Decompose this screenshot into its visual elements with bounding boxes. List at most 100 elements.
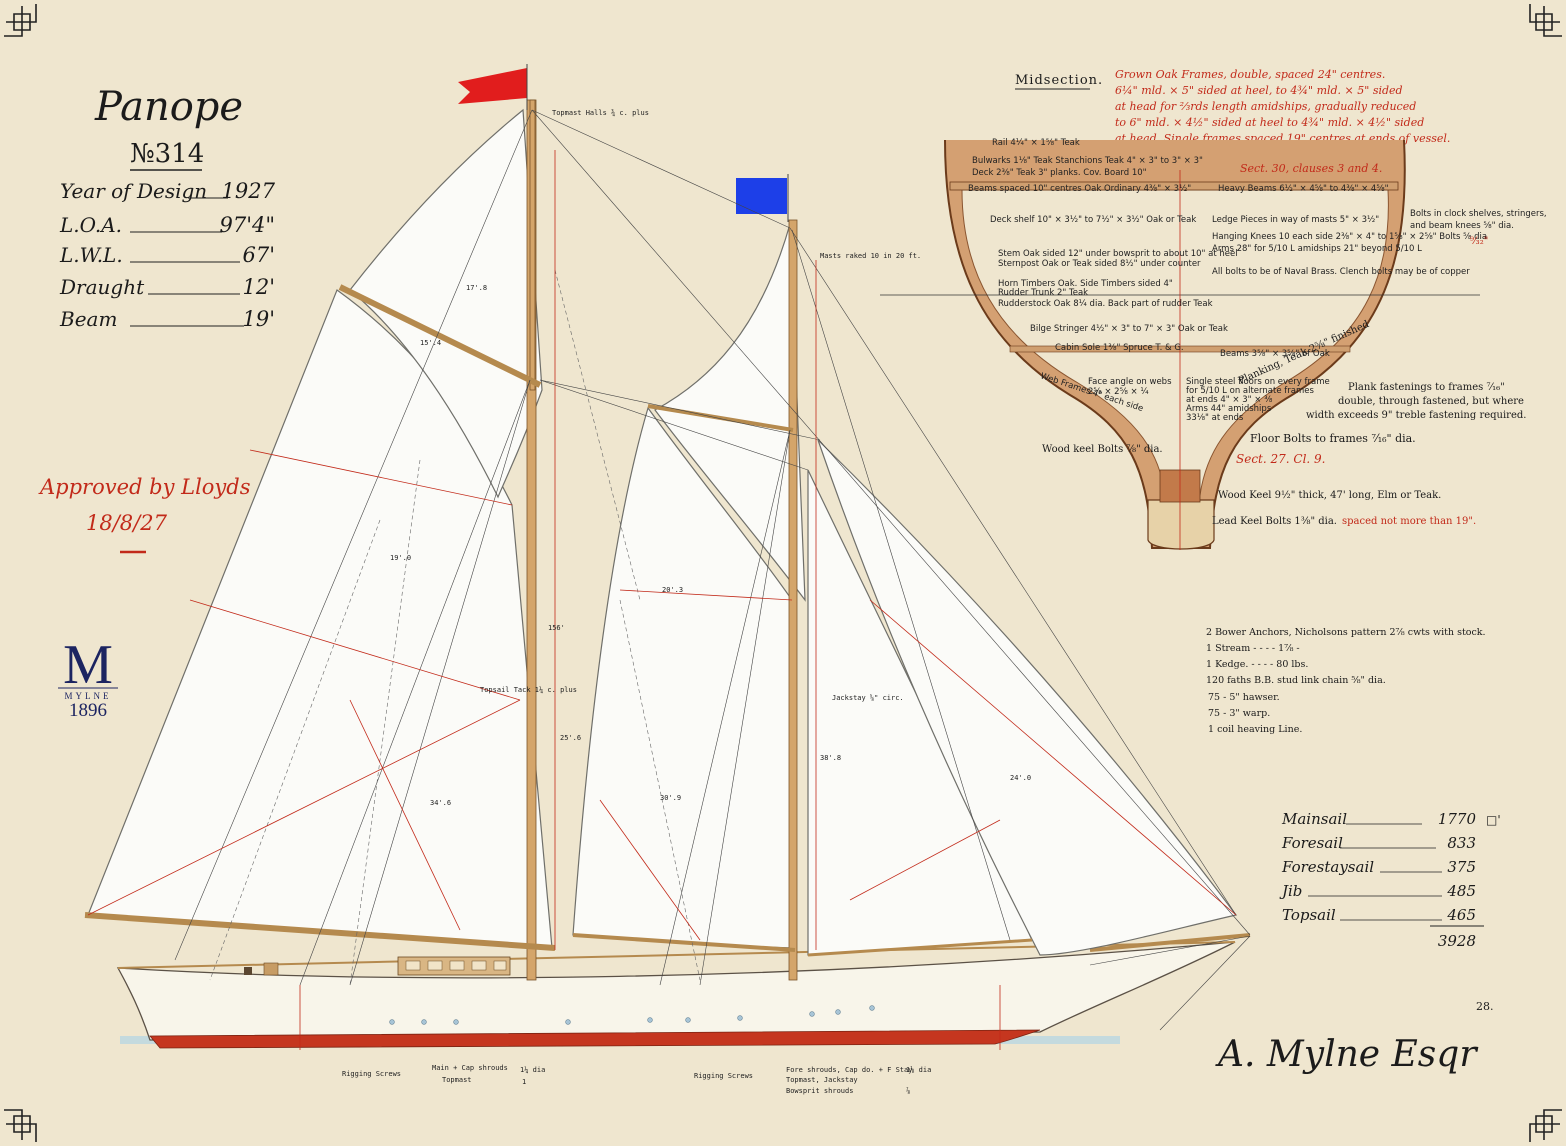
anchor-list: 2 Bower Anchors, Nicholsons pattern 2⅞ c…	[1206, 627, 1486, 735]
note-plank-fastenings-2: double, through fastened, but where	[1338, 396, 1524, 407]
hull	[116, 933, 1251, 1049]
lloyds-approval: Approved by Lloyds 18/8/27	[38, 475, 251, 554]
rig-annotations: Topmast Halls ¾ c. plus Masts raked 10 i…	[390, 109, 1031, 807]
yacht-name: Panope	[94, 84, 243, 130]
frame-note-2: 6¼" mld. × 5" sided at heel, to 4¾" mld.…	[1115, 84, 1403, 97]
logo-name: MYLNE	[65, 691, 112, 701]
note-beam-left: Beams spaced 10" centres Oak Ordinary 4⅜…	[968, 184, 1191, 194]
boot-top	[149, 1029, 1041, 1049]
ratio-7: 24'.0	[1010, 774, 1031, 782]
staysail-boom	[807, 938, 1033, 957]
note-rail: Rail 4¼" × 1⅝" Teak	[992, 138, 1080, 148]
anchor-line-7: 1 coil heaving Line.	[1208, 724, 1302, 735]
fore-topsail	[654, 223, 806, 602]
sail-area-value-mainsail: 1770	[1438, 810, 1477, 828]
rigging	[87, 109, 1251, 1050]
fore-shrouds: Fore shrouds, Cap do. + F Stay	[786, 1066, 912, 1074]
topmast-value: 1	[522, 1078, 526, 1086]
spec-label-draught: Draught	[59, 275, 145, 299]
sail-area-value-foresail: 833	[1447, 834, 1476, 852]
portholes	[389, 1005, 875, 1025]
midsection-left-notes: Rail 4¼" × 1⅝" Teak Bulwarks 1⅛" Teak St…	[972, 138, 1238, 353]
spec-value-year: 1927	[222, 179, 276, 203]
note-deck-shelf: Deck shelf 10" × 3½" to 7½" × 3½" Oak or…	[990, 215, 1196, 225]
note-face-angle: Face angle on webs	[1088, 377, 1172, 387]
main-topmast	[529, 99, 536, 391]
main-flag	[458, 68, 527, 104]
spec-value-lwl: 67'	[243, 243, 276, 267]
sail-area-value-forestaysail: 375	[1447, 858, 1476, 876]
note-floors-5: 33⅛" at ends	[1186, 413, 1244, 423]
label-topmast-halls: Topmast Halls ¾ c. plus	[552, 109, 649, 117]
spec-label-year: Year of Design	[60, 179, 207, 203]
fore-shrouds-value: 1⅛ dia	[906, 1065, 931, 1074]
fore-flag	[736, 178, 787, 214]
spec-value-loa: 97'4"	[219, 213, 275, 237]
approval-date: 18/8/27	[86, 511, 168, 535]
note-floor-bolts: Floor Bolts to frames ⁷⁄₁₆" dia.	[1250, 432, 1416, 445]
ratio-6: 30'.9	[660, 794, 681, 802]
anchor-line-6: 75 - 3" warp.	[1208, 708, 1270, 719]
sail-area-value-topsail: 465	[1446, 906, 1476, 924]
spec-label-loa: L.O.A.	[59, 213, 122, 237]
note-beams-bottom: Beams 3⅝" × 3⅝" of Oak	[1220, 349, 1330, 359]
note-bulwarks: Bulwarks 1⅛" Teak Stanchions Teak 4" × 3…	[972, 156, 1203, 166]
spec-label-lwl: L.W.L.	[59, 243, 123, 267]
spec-value-beam: 19'	[243, 307, 276, 331]
frame-note-1: Grown Oak Frames, double, spaced 24" cen…	[1115, 68, 1385, 81]
bowsprit-shrouds: Bowsprit shrouds	[786, 1087, 853, 1095]
keel-section	[1147, 499, 1215, 550]
note-bolts-red: ⁹⁄₃₂"	[1470, 236, 1488, 247]
note-cabin-sole: Cabin Sole 1⅜" Spruce T. & G.	[1055, 343, 1184, 353]
design-number: №314	[130, 139, 204, 169]
anchor-line-1: 2 Bower Anchors, Nicholsons pattern 2⅞ c…	[1206, 627, 1486, 638]
note-arms: Arms 28" for 5/10 L amidships 21" beyond…	[1212, 244, 1422, 254]
midsection-heading: Midsection.	[1015, 73, 1103, 88]
note-deck: Deck 2⅜" Teak 3" planks. Cov. Board 10"	[972, 168, 1147, 178]
sail-area-name-topsail: Topsail	[1282, 906, 1336, 924]
mylne-logo: M MYLNE 1896	[58, 634, 118, 721]
midsection-red-notes: Grown Oak Frames, double, spaced 24" cen…	[1115, 68, 1450, 145]
note-face-angle-2: 2⅝ × 2⅝ × ¼	[1088, 387, 1149, 397]
topmast-jackstay: Topmast, Jackstay	[786, 1076, 858, 1084]
note-sect-27: Sect. 27. Cl. 9.	[1236, 452, 1326, 466]
sail-area-value-jib: 485	[1446, 882, 1476, 900]
note-horn-timbers: Horn Timbers Oak. Side Timbers sided 4"	[998, 279, 1173, 289]
main-topsail	[349, 108, 543, 499]
note-sternpost: Sternpost Oak or Teak sided 8½" under co…	[998, 259, 1201, 269]
sail-area-name-jib: Jib	[1279, 882, 1302, 900]
note-floors-3: at ends 4" × 3" × ⅜	[1186, 395, 1272, 405]
fore-gaff	[647, 404, 794, 432]
title-block: Panope №314 Year of Design 1927 L.O.A. 9…	[59, 84, 276, 331]
rigging-screw-notes: Rigging Screws Main + Cap shrouds 1¼ dia…	[342, 1064, 931, 1095]
corner-ornament-top-left	[4, 4, 37, 37]
frame-note-3: at head for ⅔rds length amidships, gradu…	[1115, 100, 1416, 113]
frame-note-4: to 6" mld. × 4½" sided at heel to 4¾" ml…	[1115, 116, 1424, 129]
note-floors-4: Arms 44" amidships	[1186, 404, 1272, 414]
sail-area-name-foresail: Foresail	[1281, 834, 1343, 852]
ratio-1: 17'.8	[466, 284, 487, 292]
sect-30-note: Sect. 30, clauses 3 and 4.	[1240, 162, 1382, 175]
note-wood-keel: Wood Keel 9½" thick, 47' long, Elm or Te…	[1218, 490, 1441, 501]
sail-area-name-mainsail: Mainsail	[1281, 810, 1347, 828]
ratio-9: 38'.8	[820, 754, 841, 762]
main-boom	[84, 912, 556, 951]
sail-area-table: Mainsail 1770 □' Foresail 833 Forestaysa…	[1279, 810, 1501, 950]
label-jackstay: Jackstay ⅝" circ.	[832, 694, 904, 702]
note-lead-keel-red: spaced not more than 19".	[1342, 516, 1476, 527]
note-rudder-trunk: Rudder Trunk 2" Teak	[998, 288, 1088, 298]
note-floors-1: Single steel floors on every frame	[1186, 377, 1330, 387]
note-plank-fastenings-1: Plank fastenings to frames ⁷⁄₁₆"	[1348, 382, 1505, 393]
note-bolts-brass: All bolts to be of Naval Brass. Clench b…	[1212, 267, 1470, 277]
note-beam-top: Heavy Beams 6½" × 4⅝" to 4⅜" × 4⅝"	[1218, 184, 1389, 194]
anchor-line-2: 1 Stream - - - - 1⅞ -	[1206, 643, 1300, 654]
ratio-8: 25'.6	[560, 734, 581, 742]
anchor-line-4: 120 faths B.B. stud link chain ⅝" dia.	[1206, 675, 1386, 686]
ratio-3: 19'.0	[390, 554, 411, 562]
deckhouse	[397, 956, 511, 976]
approval-text: Approved by Lloyds	[38, 475, 251, 499]
note-wood-keel-bolts: Wood keel Bolts ⅞" dia.	[1042, 444, 1163, 455]
jib	[817, 439, 1238, 956]
rigging-screws-fore: Rigging Screws	[694, 1072, 753, 1080]
main-cap-shrouds: Main + Cap shrouds	[432, 1064, 508, 1072]
